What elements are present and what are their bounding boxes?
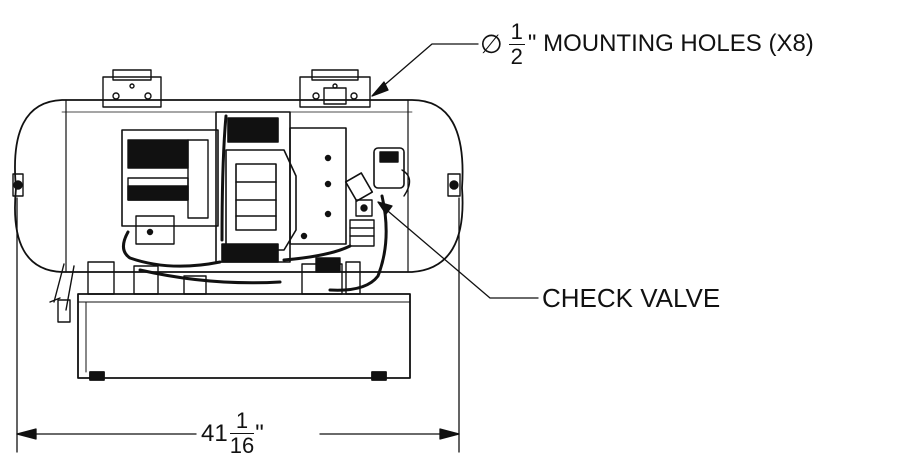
compressor-motor [121, 129, 219, 245]
mounting-holes-callout: ∅ 1 2 " MOUNTING HOLES (X8) [480, 18, 814, 70]
pressure-switch [373, 147, 411, 197]
hole-size-numerator: 1 [508, 18, 525, 45]
check-valve-label: CHECK VALVE [542, 283, 721, 313]
leader-check-valve [377, 201, 539, 299]
hole-size-fraction: 1 2 [508, 18, 525, 69]
width-numerator: 1 [229, 410, 255, 434]
hole-size-denominator: 2 [510, 43, 523, 69]
top-mounting-brackets [102, 69, 371, 108]
tank-end-fittings [12, 173, 461, 197]
compressor-head [215, 111, 297, 263]
air-lines [122, 114, 388, 292]
mounting-holes-label: " MOUNTING HOLES (X8) [527, 30, 814, 57]
lower-brackets [49, 257, 361, 323]
width-unit: " [255, 419, 264, 447]
width-denominator: 16 [229, 433, 255, 458]
width-fraction: 1 16 [229, 410, 255, 458]
base-enclosure [77, 293, 411, 381]
width-dimension [16, 197, 460, 453]
mounting-plate [289, 127, 347, 245]
width-dimension-label: 41 1 16 " [198, 410, 267, 457]
leader-mounting-holes [371, 43, 479, 97]
diameter-symbol: ∅ [480, 28, 503, 59]
width-whole: 41 [201, 419, 228, 447]
check-valve-assembly [344, 172, 375, 247]
